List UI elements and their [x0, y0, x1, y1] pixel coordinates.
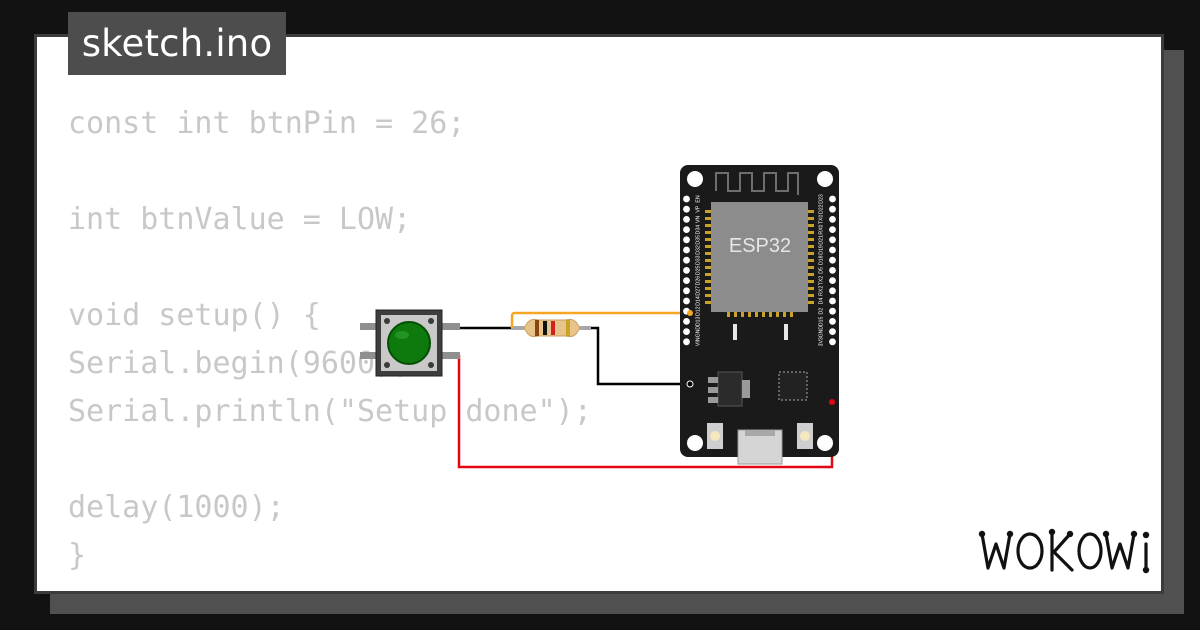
push-button[interactable]: [360, 309, 460, 377]
pin-label: D12: [695, 306, 701, 316]
esp32-board[interactable]: ESP32 ENVPVND34D35D32D33D25D26D27D14D12D…: [680, 165, 839, 465]
pin-label: EN: [695, 195, 701, 202]
pin-vp-left[interactable]: [683, 205, 690, 213]
pin-d25-left[interactable]: [683, 267, 690, 274]
pin-d2-right[interactable]: [829, 307, 836, 315]
pin-3v3-right[interactable]: [829, 338, 836, 346]
pin-vin-left[interactable]: [683, 338, 690, 346]
code-line: delay(1000);: [68, 490, 285, 525]
code-line: const int btnPin = 26;: [68, 106, 466, 141]
boot-button[interactable]: [707, 423, 723, 449]
pin-label: TX2: [818, 276, 824, 286]
pin-label: D35: [695, 235, 701, 245]
left-pin-labels: EN VP VN D34D35D32D33D25D26D27D14D12D13GNDV…: [695, 195, 701, 346]
right-pin-labels: D23D22TX0RX0D21D19D18D5TX2RX2D4D2D15GND3…: [818, 194, 824, 346]
pin-label: D19: [818, 245, 824, 255]
code-line: }: [68, 538, 87, 573]
usb-chip: [778, 371, 808, 401]
pin-label: D27: [695, 286, 701, 296]
pin-label: D5: [818, 267, 824, 274]
pin-gnd-right[interactable]: [829, 328, 836, 335]
chip-label: ESP32: [729, 235, 791, 257]
pin-d22-right[interactable]: [829, 205, 836, 213]
pin-vn-left[interactable]: [683, 216, 690, 223]
pin-label: VN: [695, 216, 701, 223]
code-line: Serial.println("Setup done");: [68, 394, 592, 429]
pin-label: GND: [818, 326, 824, 338]
pin-d33-left[interactable]: [683, 256, 690, 264]
pin-label: D23: [818, 194, 824, 204]
pin-label: TX0: [818, 215, 824, 225]
pin-d27-left[interactable]: [683, 287, 690, 295]
pin-label: D32: [695, 245, 701, 255]
pin-en-left[interactable]: [683, 195, 690, 203]
code-line: void setup() {: [68, 298, 321, 333]
pin-label: D34: [695, 225, 701, 235]
wire-signal-to-d26[interactable]: [510, 311, 690, 328]
pin-label: RX2: [818, 286, 824, 296]
pin-label: GND: [695, 326, 701, 338]
pin-d32-left[interactable]: [683, 246, 690, 254]
module-pads: [705, 210, 814, 304]
pin-label: D14: [695, 296, 701, 306]
pin-d23-right[interactable]: [829, 195, 836, 203]
pin-d5-right[interactable]: [829, 267, 836, 274]
pin-d34-left[interactable]: [683, 226, 690, 234]
pin-d14-left[interactable]: [683, 297, 690, 305]
pin-headers: [683, 195, 836, 346]
pin-tx0-right[interactable]: [829, 216, 836, 223]
pin-d18-right[interactable]: [829, 256, 836, 264]
wokwi-logo: [978, 528, 1150, 574]
pin-tx2-right[interactable]: [829, 277, 836, 284]
pin-rx2-right[interactable]: [829, 287, 836, 295]
pin-label: VIN: [695, 337, 701, 346]
pin-label: D33: [695, 255, 701, 265]
pin-rx0-right[interactable]: [829, 226, 836, 234]
pin-d21-right[interactable]: [829, 236, 836, 244]
pin-d15-right[interactable]: [829, 318, 836, 325]
esp32-module: [711, 202, 808, 312]
voltage-regulator: [717, 371, 743, 407]
pin-d4-right[interactable]: [829, 297, 836, 305]
code-preview: const int btnPin = 26; int btnValue = LO…: [68, 100, 592, 580]
pin-label: D26: [695, 276, 701, 286]
pin-label: D15: [818, 317, 824, 327]
pin-label: D22: [818, 204, 824, 214]
file-tab-sketch[interactable]: sketch.ino: [68, 12, 286, 75]
pin-label: RX0: [818, 224, 824, 234]
pin-d13-left[interactable]: [683, 318, 690, 325]
pin-label: D2: [818, 308, 824, 315]
reset-button[interactable]: [797, 423, 813, 449]
pin-d35-left[interactable]: [683, 236, 690, 244]
pin-gnd-left[interactable]: [683, 328, 690, 335]
pin-d19-right[interactable]: [829, 246, 836, 254]
resistor[interactable]: [511, 318, 591, 338]
code-line: Serial.begin(9600);: [68, 346, 412, 381]
pin-d26-left[interactable]: [683, 277, 690, 284]
button-cap[interactable]: [387, 321, 431, 365]
pin-label: D13: [695, 317, 701, 327]
wire-ground-resistor-to-board[interactable]: [590, 326, 690, 386]
pin-label: D4: [818, 298, 824, 305]
code-line: int btnValue = LOW;: [68, 202, 412, 237]
antenna-trace: [715, 172, 799, 195]
pin-label: 3V3: [818, 337, 824, 346]
module-bottom-pads: [727, 312, 793, 340]
pin-label: D21: [818, 235, 824, 245]
pin-label: VP: [695, 205, 701, 212]
pin-label: D18: [818, 255, 824, 265]
pin-label: D25: [695, 266, 701, 276]
